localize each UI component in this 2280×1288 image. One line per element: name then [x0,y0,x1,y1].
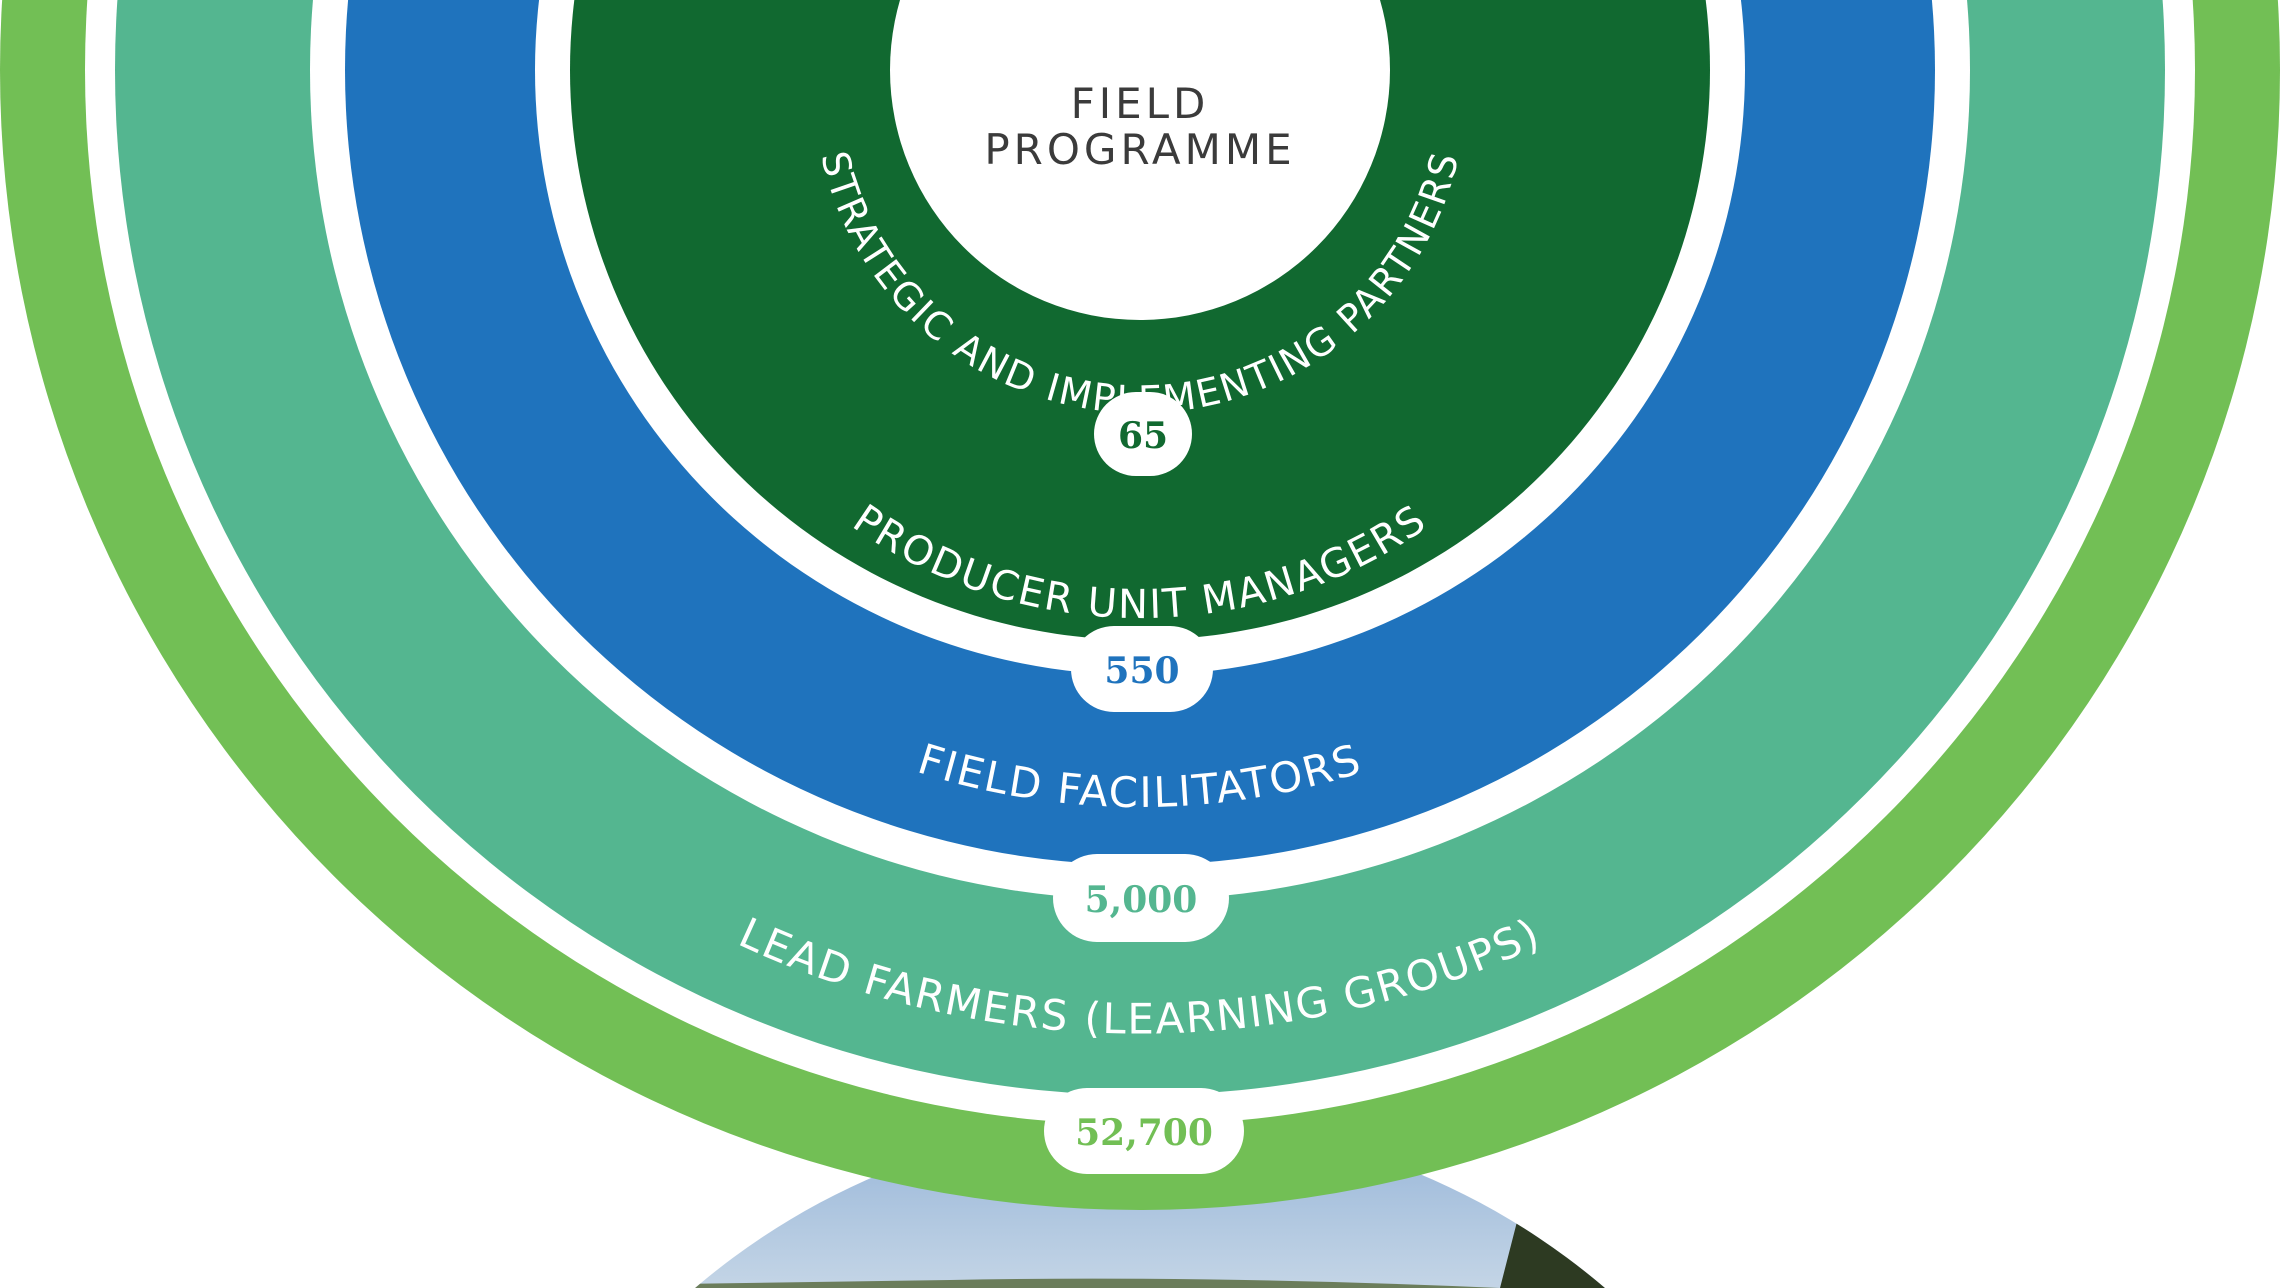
badge-producer-unit-managers: 550 [1071,626,1213,712]
badge-value: 5,000 [1085,879,1198,921]
photo-tree [1500,1171,1850,1288]
center-title-line1: FIELD [1071,79,1210,128]
badge-strategic-partners: 65 [1094,392,1192,476]
badge-background [1094,392,1192,476]
photo-foliage [1560,1182,1640,1215]
badge-background [1053,854,1229,942]
badge-background [1071,626,1213,712]
ring-strategic-partners [570,0,1710,640]
badge-field-facilitators: 5,000 [1053,854,1229,942]
badge-background [1044,1088,1244,1174]
center-disc [890,0,1390,320]
badge-value: 52,700 [1075,1112,1213,1154]
badge-value: 65 [1118,415,1168,457]
badge-lead-farmers: 52,700 [1044,1088,1244,1174]
center-title-line2: PROGRAMME [984,125,1295,174]
badge-value: 550 [1104,650,1179,692]
